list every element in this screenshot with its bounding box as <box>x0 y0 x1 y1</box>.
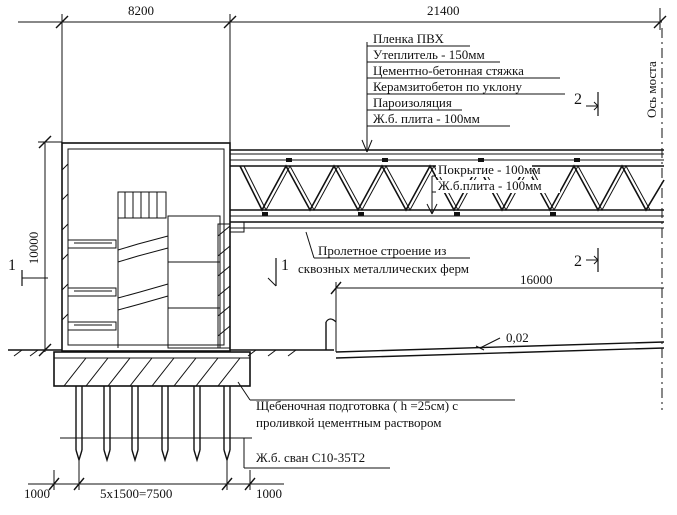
section-1-right-label: 1 <box>281 257 289 274</box>
pile <box>131 386 139 463</box>
bridge-axis: Ось моста <box>644 28 663 410</box>
roof-layers-callout: Пленка ПВХ Утеплитель - 150мм Цементно-б… <box>361 31 565 153</box>
truss-layers-callout: Покрытие - 100мм Ж.б.плита - 100мм <box>426 162 560 215</box>
foundation-label-line1: Щебеночная подготовка ( h =25см) с <box>256 398 458 413</box>
pile <box>223 386 231 463</box>
pile <box>75 386 83 463</box>
piles <box>60 386 252 463</box>
slope-label: 0,02 <box>506 330 529 345</box>
section-mark-2-bottom: 2 <box>574 248 599 272</box>
foundation-callout: Щебеночная подготовка ( h =25см) с проли… <box>237 381 515 430</box>
section-1-left-label: 1 <box>8 257 16 274</box>
truss-layer-2: Ж.б.плита - 100мм <box>438 178 542 193</box>
dim-16000: 16000 <box>520 272 553 287</box>
abutment-building <box>61 142 231 352</box>
dim-10000: 10000 <box>26 232 41 265</box>
roof-layer-4: Керамзитобетон по уклону <box>373 79 522 94</box>
span-label-line1: Пролетное строение из <box>318 243 446 258</box>
pile <box>193 386 201 463</box>
roof-layer-5: Пароизоляция <box>373 95 452 110</box>
dim-8200: 8200 <box>128 3 154 18</box>
section-mark-2-top: 2 <box>574 91 599 116</box>
dim-bottom-mid: 5x1500=7500 <box>100 486 172 501</box>
span-label-line2: сквозных металлических ферм <box>298 261 469 276</box>
roof-layer-6: Ж.б. плита - 100мм <box>373 111 480 126</box>
foundation-slab <box>53 351 251 387</box>
top-dimension: 8200 21400 <box>18 3 667 150</box>
roof-layer-2: Утеплитель - 150мм <box>373 47 485 62</box>
truss-layer-1: Покрытие - 100мм <box>438 162 541 177</box>
section-2-top-label: 2 <box>574 91 582 108</box>
truss-span <box>229 149 665 233</box>
section-2-bottom-label: 2 <box>574 253 582 270</box>
left-dimension: 10000 <box>26 135 62 357</box>
dim-bottom-right: 1000 <box>256 486 282 501</box>
span-callout: Пролетное строение из сквозных металличе… <box>298 231 470 276</box>
pile <box>161 386 169 463</box>
roof-layer-3: Цементно-бетонная стяжка <box>373 63 524 78</box>
ground-ramp: 0,02 <box>8 318 665 359</box>
roof-layer-1: Пленка ПВХ <box>373 31 444 46</box>
piles-callout: Ж.б. сван С10-35Т2 <box>243 438 390 469</box>
dim-bottom-left: 1000 <box>24 486 50 501</box>
mid-span-dimension: 16000 <box>330 272 664 352</box>
axis-label: Ось моста <box>644 61 659 118</box>
bottom-dimension: 1000 5x1500=7500 1000 <box>24 460 284 501</box>
dim-21400: 21400 <box>427 3 460 18</box>
foundation-label-line2: проливкой цементным раствором <box>256 415 442 430</box>
piles-label: Ж.б. сван С10-35Т2 <box>256 450 365 465</box>
pile <box>103 386 111 463</box>
section-mark-1: 1 1 <box>8 257 289 287</box>
